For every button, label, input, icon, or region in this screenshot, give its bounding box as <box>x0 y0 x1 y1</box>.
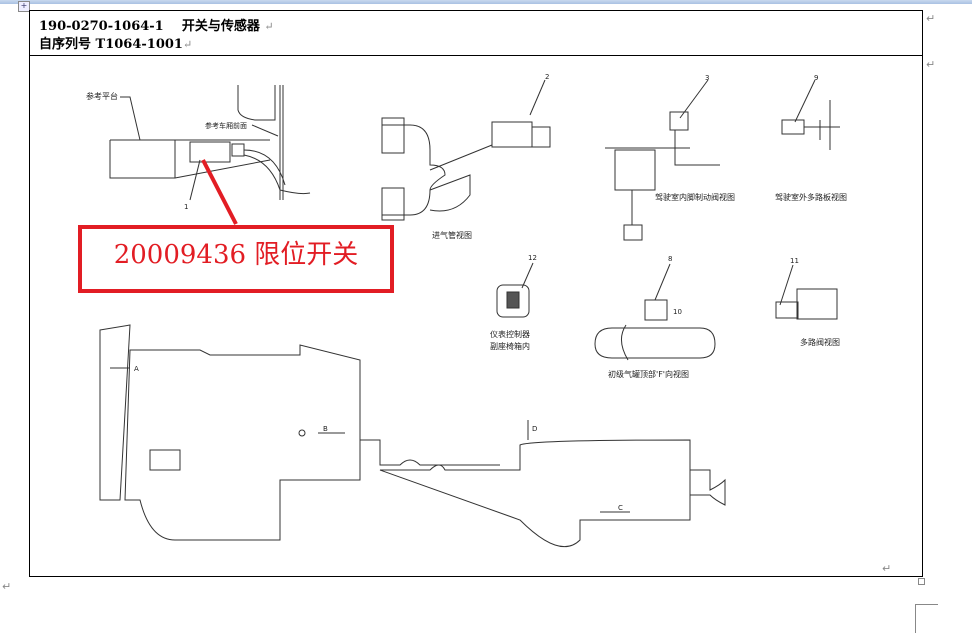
svg-text:副座椅箱内: 副座椅箱内 <box>490 341 530 351</box>
multiway-board-view: 9 驾驶室外多路板视图 <box>775 74 847 202</box>
svg-text:进气管视图: 进气管视图 <box>432 230 472 240</box>
svg-text:2: 2 <box>545 73 549 81</box>
intake-view: 2 进气管视图 <box>381 73 551 240</box>
controller-view: 12 仪表控制器 副座椅箱内 <box>490 254 537 351</box>
svg-text:C: C <box>618 504 623 512</box>
svg-text:9: 9 <box>814 74 818 82</box>
svg-text:8: 8 <box>668 255 672 263</box>
document-table: 190-0270-1064-1 开关与传感器 ↵ 自序列号 T1064-1001… <box>29 10 923 577</box>
svg-text:3: 3 <box>705 74 709 82</box>
svg-text:初级气罐顶部'F'向视图: 初级气罐顶部'F'向视图 <box>608 369 689 379</box>
serial-number: 自序列号 T1064-1001↵ <box>39 37 193 52</box>
header-cell: 190-0270-1064-1 开关与传感器 ↵ 自序列号 T1064-1001… <box>30 11 922 56</box>
platform-view: 参考平台 参考车厢前面 1 <box>86 85 311 225</box>
cell-end-mark: ↵ <box>926 12 936 25</box>
svg-text:多路阀视图: 多路阀视图 <box>800 337 840 347</box>
svg-text:10: 10 <box>673 308 682 316</box>
tank-view: 8 10 初级气罐顶部'F'向视图 <box>594 255 716 379</box>
table-move-handle[interactable]: + <box>18 1 30 12</box>
valve-view: 11 多路阀视图 <box>775 257 840 347</box>
svg-text:参考平台: 参考平台 <box>86 91 118 101</box>
doc-title: 190-0270-1064-1 开关与传感器 ↵ <box>39 19 274 34</box>
svg-text:A: A <box>134 365 139 373</box>
svg-text:1: 1 <box>184 203 188 211</box>
svg-text:驾驶室外多路板视图: 驾驶室外多路板视图 <box>775 192 847 202</box>
limit-switch-callout: 20009436 限位开关 <box>78 225 394 293</box>
page-corner <box>915 604 938 633</box>
svg-text:仪表控制器: 仪表控制器 <box>490 329 530 339</box>
brake-valve-view: 3 驾驶室内脚制动阀视图 <box>605 74 735 241</box>
chassis-view: A B D C <box>99 324 726 548</box>
svg-text:D: D <box>532 425 537 433</box>
svg-text:12: 12 <box>528 254 537 262</box>
svg-text:B: B <box>323 425 328 433</box>
table-resize-handle[interactable] <box>918 578 925 585</box>
paragraph-mark: ↵ <box>2 580 12 593</box>
cell-end-mark: ↵ <box>882 562 892 575</box>
ruler-bar <box>0 0 972 4</box>
svg-text:11: 11 <box>790 257 799 265</box>
cell-end-mark: ↵ <box>926 58 936 71</box>
svg-text:驾驶室内脚制动阀视图: 驾驶室内脚制动阀视图 <box>655 192 735 202</box>
svg-text:参考车厢前面: 参考车厢前面 <box>205 121 247 130</box>
